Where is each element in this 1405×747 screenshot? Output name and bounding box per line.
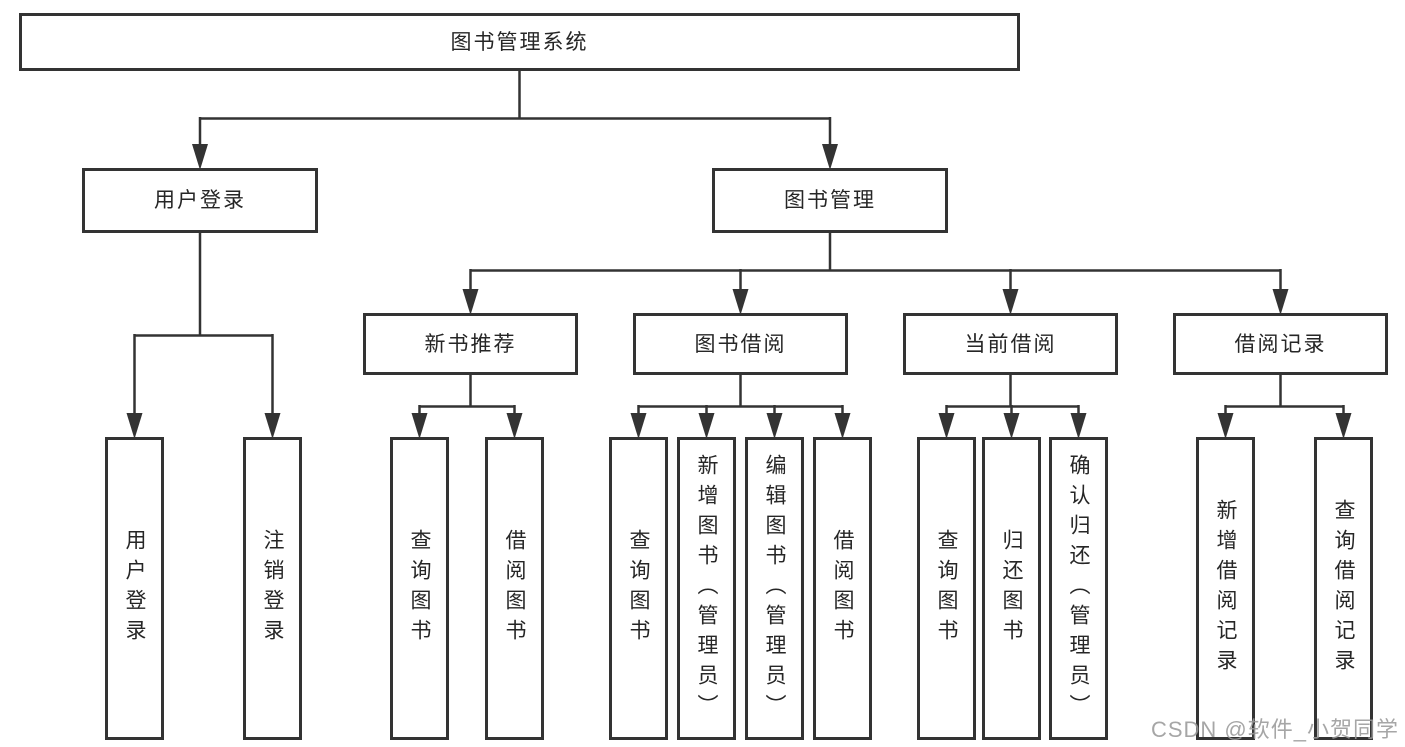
arrowhead xyxy=(126,413,143,439)
arrowhead xyxy=(192,144,208,170)
node-label: 新增借阅记录 xyxy=(1214,498,1237,679)
connector-path xyxy=(133,71,1345,415)
node-label: 借阅图书 xyxy=(831,528,854,649)
leaf-nbr-query-books: 查询图书 xyxy=(390,437,449,740)
node-label: 查询借阅记录 xyxy=(1332,498,1355,679)
leaf-cb-query-books: 查询图书 xyxy=(917,437,976,740)
arrowhead xyxy=(938,413,955,439)
node-label: 借阅记录 xyxy=(1234,332,1327,356)
node-label: 确认归还（管理员） xyxy=(1067,453,1090,724)
leaf-bb-borrow-books: 借阅图书 xyxy=(813,437,872,740)
leaf-bb-query-books: 查询图书 xyxy=(609,437,668,740)
arrowhead xyxy=(1002,289,1019,315)
node-label: 归还图书 xyxy=(1000,528,1023,649)
arrowhead xyxy=(698,413,715,439)
arrowhead xyxy=(1272,289,1289,315)
node-label: 图书借阅 xyxy=(694,332,787,356)
node-borrowing-records: 借阅记录 xyxy=(1173,313,1388,375)
node-label: 当前借阅 xyxy=(964,332,1057,356)
node-library-system: 图书管理系统 xyxy=(19,13,1020,71)
node-current-borrowing: 当前借阅 xyxy=(903,313,1118,375)
node-label: 用户登录 xyxy=(123,528,146,649)
arrowhead xyxy=(1217,413,1234,439)
node-new-book-recommend: 新书推荐 xyxy=(363,313,578,375)
arrowhead xyxy=(630,413,647,439)
arrowhead xyxy=(1070,413,1087,439)
node-label: 新书推荐 xyxy=(424,332,517,356)
node-label: 借阅图书 xyxy=(503,528,526,649)
node-label: 用户登录 xyxy=(154,189,246,212)
leaf-cb-return-books: 归还图书 xyxy=(982,437,1041,740)
node-label: 图书管理 xyxy=(784,189,876,212)
arrowhead xyxy=(732,289,749,315)
node-label: 注销登录 xyxy=(261,528,284,649)
leaf-br-query-record: 查询借阅记录 xyxy=(1314,437,1373,740)
watermark: CSDN @软件_小贺同学 xyxy=(1150,717,1399,742)
leaf-br-add-record: 新增借阅记录 xyxy=(1196,437,1255,740)
arrowhead xyxy=(506,413,523,439)
arrowhead xyxy=(1003,413,1020,439)
leaf-bb-edit-books-admin: 编辑图书（管理员） xyxy=(745,437,804,740)
node-label: 查询图书 xyxy=(935,528,958,649)
leaf-nbr-borrow-books: 借阅图书 xyxy=(485,437,544,740)
leaf-logout: 注销登录 xyxy=(243,437,302,740)
leaf-user-login: 用户登录 xyxy=(105,437,164,740)
node-book-borrowing: 图书借阅 xyxy=(633,313,848,375)
arrowhead xyxy=(822,144,838,170)
arrowhead xyxy=(264,413,281,439)
arrowhead xyxy=(834,413,851,439)
arrowhead xyxy=(411,413,428,439)
leaf-cb-confirm-return-admin: 确认归还（管理员） xyxy=(1049,437,1108,740)
node-book-management: 图书管理 xyxy=(712,168,948,233)
arrowheads xyxy=(126,144,1352,439)
node-label: 查询图书 xyxy=(627,528,650,649)
leaf-bb-add-books-admin: 新增图书（管理员） xyxy=(677,437,736,740)
node-label: 编辑图书（管理员） xyxy=(763,453,786,724)
arrowhead xyxy=(766,413,783,439)
node-label: 新增图书（管理员） xyxy=(695,453,718,724)
node-label: 图书管理系统 xyxy=(450,30,589,54)
node-label: 查询图书 xyxy=(408,528,431,649)
arrowhead xyxy=(1335,413,1352,439)
node-user-login: 用户登录 xyxy=(82,168,318,233)
arrowhead xyxy=(462,289,479,315)
